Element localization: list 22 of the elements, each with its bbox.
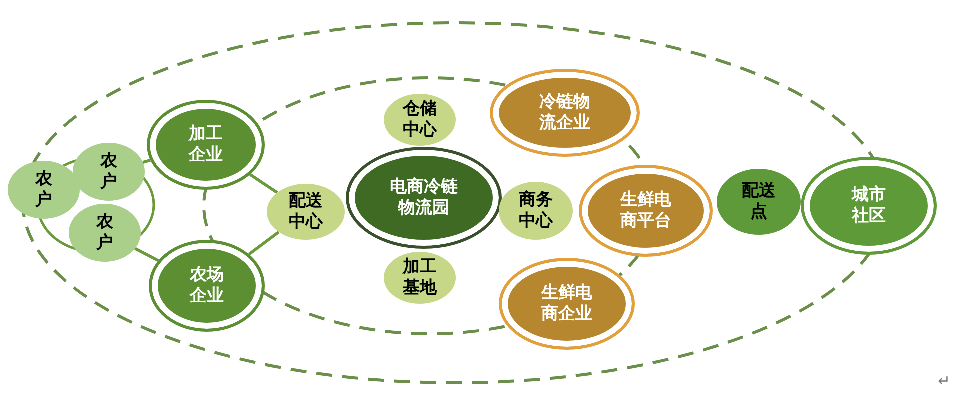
- connector-line: [142, 158, 151, 164]
- node-label: 配送中心: [288, 191, 324, 233]
- node-label: 农场企业: [189, 265, 225, 307]
- connector-line: [134, 247, 160, 262]
- connector-line: [250, 173, 278, 194]
- node-label: 农户: [96, 212, 114, 254]
- connector-line: [248, 231, 280, 256]
- node-label: 城市社区: [851, 185, 887, 227]
- node-label: 商务中心: [518, 190, 554, 232]
- node-label: 生鲜电商企业: [540, 283, 594, 325]
- node-label: 电商冷链物流园: [389, 177, 459, 219]
- node-label: 农户: [100, 151, 118, 193]
- node-label: 加工企业: [188, 124, 224, 166]
- paragraph-mark: ↵: [938, 374, 951, 389]
- node-label: 仓储中心: [402, 99, 438, 141]
- ellipse-node: [69, 204, 141, 262]
- node-label: 配送点: [741, 181, 777, 223]
- node-label: 冷链物流企业: [538, 92, 592, 134]
- node-label: 农户: [34, 169, 54, 211]
- node-label: 生鲜电商平台: [620, 190, 672, 232]
- node-label: 加工基地: [402, 257, 438, 299]
- ellipse-node: [267, 184, 345, 240]
